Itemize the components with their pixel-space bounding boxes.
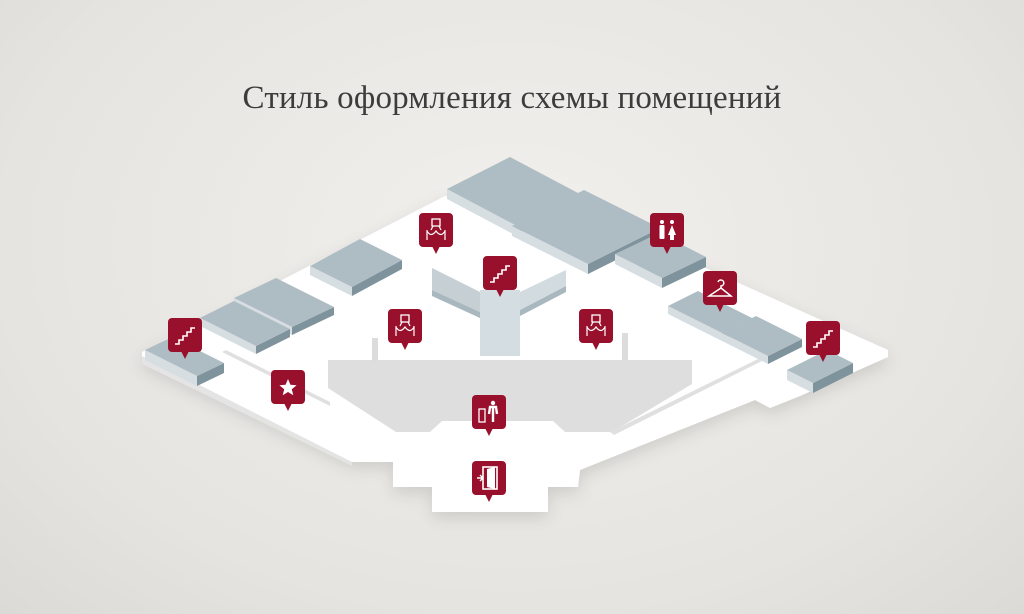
painting-frame [431,218,441,227]
block-top [200,301,290,346]
stair-wing-left-side [432,290,480,318]
elevator-icon [478,400,499,423]
block-top [787,350,853,383]
stairs-icon [175,327,195,345]
stairs-line [813,330,833,348]
block-top [668,291,752,333]
block-side-left [787,370,813,393]
stair-column [480,290,520,356]
stair-wing-right-side [520,286,566,316]
hanger-icon [706,279,734,297]
hanger-shape [706,279,734,297]
map-marker-stairs-left[interactable] [168,318,202,359]
block-side-right [813,363,853,393]
block-side-left [668,306,722,341]
man-head [660,220,664,224]
painting-exhibit-icon [426,218,446,240]
block-side-right [292,307,334,335]
block-top [234,278,334,327]
woman-head [670,220,674,224]
wall-right [610,358,764,435]
room-block [310,239,402,296]
stairs-icon [813,330,833,348]
elevator-door [478,408,486,423]
block-side-left [145,350,197,386]
person-head [490,400,496,406]
marker-pointer [284,403,292,411]
marker-badge [650,213,684,247]
star-shape [279,379,297,396]
star-icon [279,379,297,396]
painting-frame [591,314,601,323]
block-side-right [256,329,290,354]
block-top [447,157,578,225]
wall-post [372,338,378,362]
map-marker-cloakroom[interactable] [703,271,737,312]
marker-pointer [432,246,440,254]
room-block [787,350,853,393]
map-marker-exhibit-right[interactable] [579,309,613,350]
stair-wing-right [520,270,566,310]
marker-pointer [181,351,189,359]
map-marker-exit[interactable] [472,461,506,502]
block-side-right [197,363,224,386]
marker-pointer [592,342,600,350]
painting-frame [400,314,410,323]
restroom-icon [659,220,676,240]
man-body [659,225,665,239]
map-marker-stairs-center[interactable] [483,256,517,297]
map-marker-favorite[interactable] [271,370,305,411]
wall-post [622,333,628,361]
block-top [722,316,802,356]
exit-arrow [477,474,484,482]
marker-pointer [401,342,409,350]
map-marker-exhibit-left[interactable] [388,309,422,350]
marker-pointer [819,354,827,362]
map-marker-restrooms[interactable] [650,213,684,254]
main-hall [328,360,692,432]
painting-exhibit-icon [395,314,415,336]
rope-barrier [395,321,415,336]
block-top [615,233,706,278]
room-block [200,301,290,354]
map-marker-exhibit-top[interactable] [419,213,453,254]
marker-pointer [485,428,493,436]
map-marker-stairs-right[interactable] [806,321,840,362]
room-block [615,233,706,288]
map-marker-elevator[interactable] [472,395,506,436]
block-side-left [447,189,515,235]
marker-pointer [716,304,724,312]
block-side-left [310,266,352,296]
door-leaf [487,467,495,489]
marker-badge [806,321,840,355]
block-top [512,190,660,264]
stairs-line [175,327,195,345]
room-block [722,316,802,364]
stair-wing-left [432,268,480,312]
stairs-icon [490,265,510,283]
marker-badge [483,256,517,290]
block-side-right [352,260,402,296]
block-side-left [615,254,662,288]
rope-barrier [426,225,446,240]
marker-pointer [663,246,671,254]
woman-body [668,225,676,240]
block-side-left [200,318,256,354]
rope-barrier [586,321,606,336]
marker-badge [168,318,202,352]
page-title: Стиль оформления схемы помещений [242,80,782,116]
exit-door-icon [477,466,498,490]
person-body [487,405,499,422]
painting-exhibit-icon [586,314,606,336]
block-side-left [722,333,768,364]
marker-pointer [485,494,493,502]
block-side-right [768,339,802,364]
block-side-right [662,257,706,288]
stairs-line [490,265,510,283]
block-top [310,239,402,287]
marker-pointer [496,289,504,297]
block-side-left [512,226,588,274]
